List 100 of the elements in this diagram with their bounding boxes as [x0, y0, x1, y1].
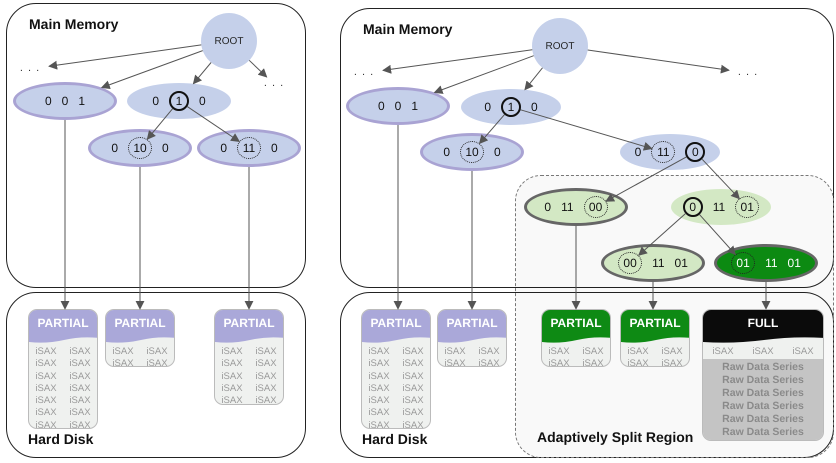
arrow	[186, 106, 240, 142]
arrow	[572, 226, 580, 310]
panel-title: Main Memory	[363, 21, 452, 37]
isax-entry: iSAX	[69, 407, 91, 419]
highlighted-bit-circle: 0	[685, 142, 706, 162]
disk-page-card	[361, 309, 431, 429]
bit-label: 0	[634, 145, 642, 159]
bit-label: 0	[544, 200, 552, 214]
ellipsis-text: . . .	[255, 77, 293, 91]
isax-entry: iSAX	[548, 346, 570, 358]
dotted-bit-circle: 00	[584, 196, 608, 218]
isax-entry: iSAX	[35, 358, 57, 370]
arrow	[698, 214, 736, 256]
isax-entry: iSAX	[69, 346, 91, 358]
isax-entry: iSAX	[368, 382, 390, 394]
arrow	[192, 62, 212, 84]
bit-label: 0	[271, 141, 278, 155]
highlighted-bit-circle: 0	[682, 197, 703, 217]
isax-entry: iSAX	[255, 370, 277, 382]
isax-entry: iSAX	[402, 420, 424, 428]
isax-entry: iSAX	[402, 395, 424, 406]
disk-page-card	[437, 309, 507, 367]
bit-label: 0	[394, 99, 402, 113]
ellipsis-text: . . .	[11, 62, 49, 76]
ellipsis-text: . . .	[345, 66, 383, 80]
arrow	[524, 67, 543, 90]
isax-entry: iSAX	[35, 395, 57, 406]
isax-entry: iSAX	[69, 395, 91, 406]
disk-page-card	[702, 309, 824, 441]
arrow	[48, 44, 202, 70]
arrow	[100, 50, 204, 90]
isax-entry: iSAX	[255, 358, 277, 370]
dotted-bit-circle: 01	[731, 252, 756, 274]
bit-label: 01	[788, 256, 801, 270]
isax-entry: iSAX	[402, 407, 424, 419]
isax-entry: iSAX	[402, 358, 424, 370]
hard-disk-panel	[340, 292, 834, 458]
isax-entry: iSAX	[255, 395, 277, 404]
region-label: Adaptively Split Region	[537, 429, 694, 445]
bit-label: 0	[443, 145, 450, 159]
isax-entry: iSAX	[478, 346, 500, 358]
isax-entry: iSAX	[35, 346, 57, 358]
isax-entry: iSAX	[582, 346, 604, 358]
bit-label: 0	[199, 94, 206, 108]
bit-label: 0	[531, 100, 538, 114]
panel-title: Hard Disk	[28, 431, 94, 447]
arrow	[520, 109, 653, 151]
isax-entry: iSAX	[221, 370, 243, 382]
isax-entry: iSAX	[368, 358, 390, 370]
panel-title: Main Memory	[29, 16, 118, 32]
isax-entry: iSAX	[69, 420, 91, 428]
raw-data-label: Raw Data Series	[722, 374, 804, 387]
bit-label: 11	[765, 256, 778, 270]
main-memory-panel	[6, 3, 306, 288]
dotted-bit-circle: 00	[618, 252, 642, 274]
disk-page-card	[28, 309, 98, 429]
bit-label: 0	[484, 100, 491, 114]
isax-entry: iSAX	[712, 346, 734, 358]
isax-entry: iSAX	[548, 358, 570, 366]
disk-page-card	[105, 309, 175, 367]
isax-entry: iSAX	[35, 382, 57, 394]
hard-disk-panel	[6, 292, 306, 458]
arrow	[136, 166, 144, 310]
bit-label: 11	[561, 200, 574, 214]
bit-label: 11	[652, 256, 665, 270]
isax-entry: iSAX	[221, 346, 243, 358]
isax-entry: iSAX	[478, 358, 500, 366]
disk-page-card	[541, 309, 611, 367]
isax-entry: iSAX	[35, 420, 57, 428]
bit-label: 0	[378, 99, 385, 113]
raw-data-label: Raw Data Series	[722, 361, 804, 374]
arrow	[244, 166, 254, 310]
arrow	[60, 120, 70, 310]
isax-entry: iSAX	[146, 346, 168, 358]
bit-label: 0	[494, 145, 501, 159]
bit-label: 0	[152, 94, 159, 108]
arrow	[248, 60, 268, 78]
isax-entry: iSAX	[368, 395, 390, 406]
bit-label: 11	[712, 200, 726, 214]
bit-label: 0	[44, 94, 52, 108]
highlighted-bit-circle: 1	[169, 91, 189, 111]
arrow	[605, 156, 688, 202]
ellipsis-text: . . .	[729, 66, 767, 80]
bit-label: 0	[111, 141, 118, 155]
isax-entry: iSAX	[402, 370, 424, 382]
isax-entry: iSAX	[112, 358, 134, 366]
isax-entry: iSAX	[661, 346, 683, 358]
arrow	[762, 282, 770, 310]
panel-title: Hard Disk	[362, 431, 428, 447]
bit-label: 0	[162, 141, 169, 155]
arrow	[146, 108, 174, 140]
isax-entry: iSAX	[35, 370, 57, 382]
arrow	[478, 114, 505, 144]
isax-entry: iSAX	[368, 407, 390, 419]
arrow	[382, 49, 533, 74]
isax-entry: iSAX	[69, 370, 91, 382]
disk-page-card	[620, 309, 690, 367]
raw-data-label: Raw Data Series	[722, 426, 804, 439]
bit-label: 1	[78, 94, 86, 108]
isax-entry: iSAX	[221, 395, 243, 404]
